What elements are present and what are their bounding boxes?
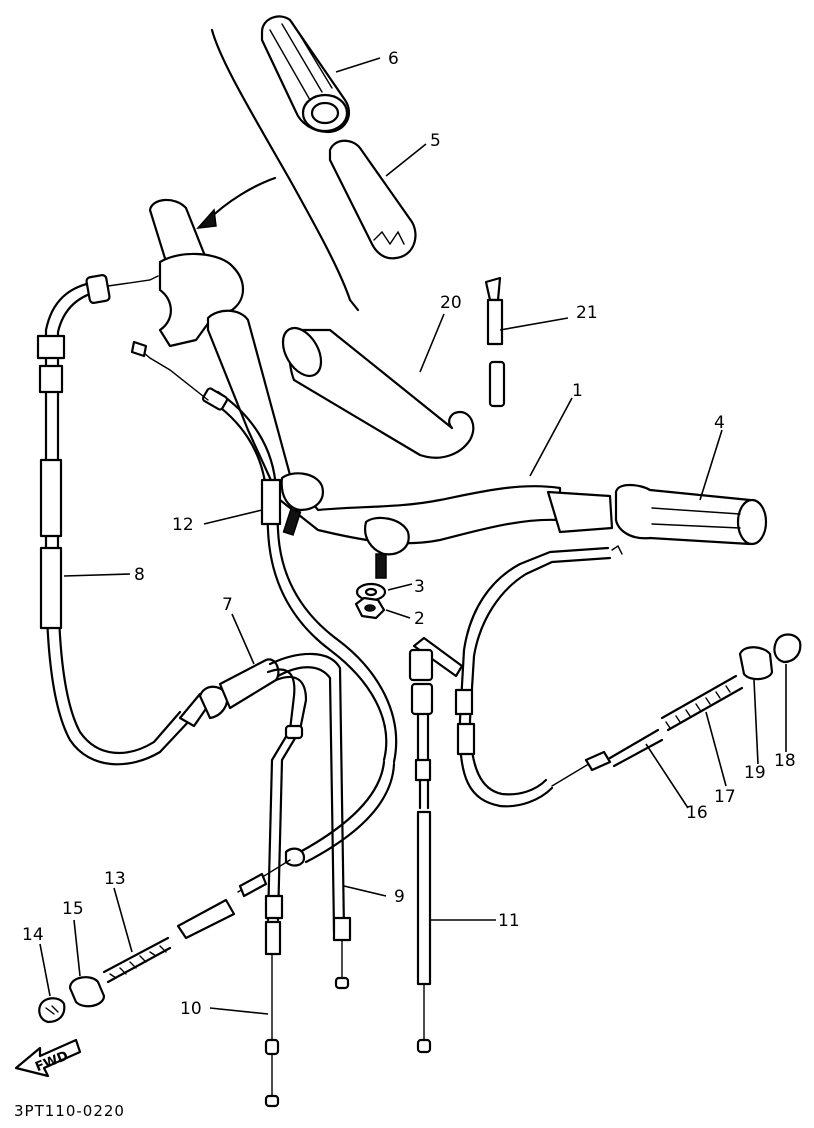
callout-18: 18 — [774, 751, 796, 771]
cap-part-15 — [68, 976, 106, 1008]
leader-lines — [39, 57, 787, 1015]
grip-part-20 — [281, 327, 475, 459]
cable-part-8 — [36, 273, 192, 766]
callout-17: 17 — [714, 787, 736, 807]
callout-10: 10 — [180, 999, 202, 1019]
callout-6: 6 — [388, 49, 399, 69]
cable-part-9 — [298, 760, 396, 990]
clamp-bosses — [280, 472, 410, 579]
callout-14: 14 — [22, 925, 44, 945]
grip-part-6 — [260, 15, 351, 134]
callout-19: 19 — [744, 763, 766, 783]
cable-part-7 — [178, 652, 346, 932]
spring-part-17 — [660, 674, 744, 732]
callout-2: 2 — [414, 609, 425, 629]
cable-part-10 — [264, 724, 304, 1108]
callout-7: 7 — [222, 595, 233, 615]
cable-part-11 — [408, 636, 464, 1054]
callout-8: 8 — [134, 565, 145, 585]
explode-bracket — [196, 28, 360, 312]
nut-part-2 — [354, 596, 386, 620]
cable-part-12 — [130, 340, 398, 764]
cable-end-part-13 — [102, 847, 306, 984]
throttle-sleeve-part-5 — [328, 139, 417, 260]
callout-9: 9 — [394, 887, 405, 907]
washer-part-3 — [355, 582, 387, 602]
callout-16: 16 — [686, 803, 708, 823]
callout-1: 1 — [572, 381, 583, 401]
callout-4: 4 — [714, 413, 725, 433]
cable-part-16 — [454, 544, 664, 808]
callout-11: 11 — [498, 911, 520, 931]
cap-part-14 — [38, 997, 66, 1024]
callout-3: 3 — [414, 577, 425, 597]
callout-15: 15 — [62, 899, 84, 919]
callout-13: 13 — [104, 869, 126, 889]
callout-labels: 1 2 3 4 5 6 7 8 9 10 11 12 13 14 15 16 1… — [22, 49, 796, 1019]
callout-21: 21 — [576, 303, 598, 323]
callout-20: 20 — [440, 293, 462, 313]
cap-part-18 — [773, 633, 802, 664]
fwd-arrow: FWD — [14, 1038, 82, 1078]
drawing-code: 3PT110-0220 — [14, 1102, 125, 1120]
cap-part-19 — [738, 646, 774, 681]
pin-part-21 — [484, 276, 506, 408]
callout-12: 12 — [172, 515, 194, 535]
grip-part-4 — [546, 483, 768, 546]
callout-5: 5 — [430, 131, 441, 151]
